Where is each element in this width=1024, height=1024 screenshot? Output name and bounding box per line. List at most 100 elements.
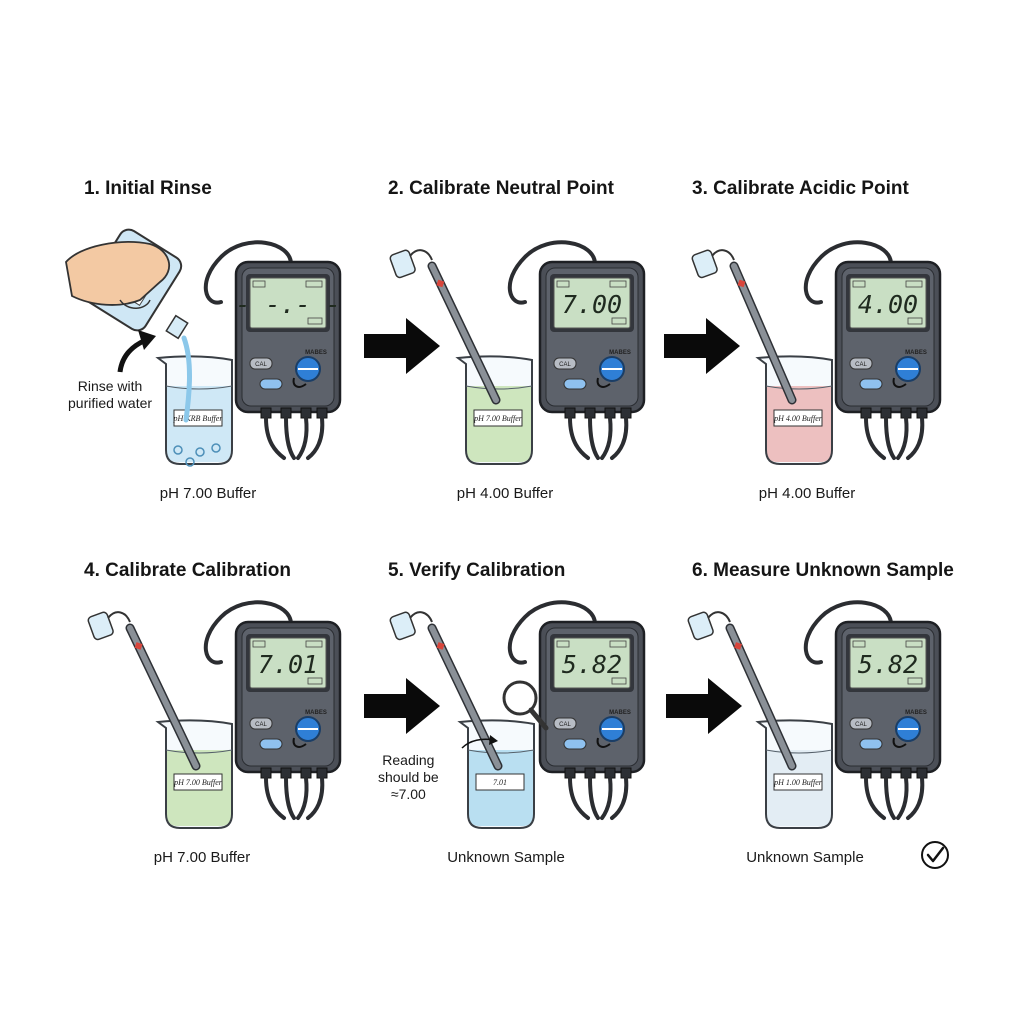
step-6-mode-button bbox=[859, 738, 883, 750]
step-2-electrode bbox=[389, 249, 501, 405]
rinse-bottle-group: Purified H₂O bbox=[65, 228, 221, 467]
step-3-beaker-label: pH 4.00 Buffer bbox=[773, 414, 823, 423]
step-3-model-label: MABES bbox=[905, 350, 927, 356]
magnifier-group bbox=[461, 680, 549, 749]
step-5-caption: Unknown Sample bbox=[447, 849, 565, 866]
step-3-cal-button bbox=[849, 357, 873, 370]
rinse-note-line-2: purified water bbox=[68, 395, 153, 411]
step-2-beaker-label: pH 7.00 Buffer bbox=[473, 414, 523, 423]
step-1-lcd-reading: - -.- - bbox=[235, 290, 340, 319]
rinse-note: Rinse with purified water bbox=[68, 378, 152, 412]
svg-text:CAL: CAL bbox=[559, 722, 571, 728]
step-1-beaker-label: pH KRB Buffer bbox=[173, 414, 224, 423]
magnifier-icon bbox=[502, 680, 538, 716]
bubble bbox=[211, 443, 221, 453]
step-4-lcd bbox=[249, 637, 327, 689]
step-4-lcd-reading: 7.01 bbox=[258, 650, 318, 679]
step-5-beaker-label: 7.01 bbox=[493, 778, 507, 787]
step-2-lcd-reading: 7.00 bbox=[562, 290, 622, 319]
flow-arrow-3 bbox=[364, 678, 440, 734]
step-4-beaker: pH 7.00 Buffer bbox=[155, 719, 233, 829]
step-5-beaker: 7.01 bbox=[457, 719, 535, 829]
step-5-lcd bbox=[553, 637, 631, 689]
step-2-beaker-label-box bbox=[473, 409, 523, 427]
step-3-cable bbox=[803, 240, 893, 305]
step-3-lcd bbox=[849, 277, 927, 329]
step-1-model-label: MABES bbox=[305, 350, 327, 356]
step-1-title: 1. Initial Rinse bbox=[84, 178, 212, 199]
step-4-beaker-label-box bbox=[173, 773, 223, 791]
step-3-beaker: pH 4.00 Buffer bbox=[755, 355, 833, 465]
check-circle-icon bbox=[921, 841, 949, 869]
verify-note-line-3: ≈7.00 bbox=[390, 786, 426, 802]
step-6-cable bbox=[803, 600, 893, 665]
step-2-storage-bottle bbox=[389, 249, 416, 279]
step-3-storage-bottle bbox=[691, 249, 718, 279]
checkmark-icon bbox=[926, 846, 945, 863]
step-3-title: 3. Calibrate Acidic Point bbox=[692, 178, 909, 199]
step-2-title: 2. Calibrate Neutral Point bbox=[388, 178, 614, 199]
step-6-model-label: MABES bbox=[905, 710, 927, 716]
rinse-curved-arrow bbox=[117, 337, 148, 373]
step-4-beaker-label: pH 7.00 Buffer bbox=[173, 778, 223, 787]
step-2-cal-button bbox=[553, 357, 577, 370]
flow-arrow-1 bbox=[364, 318, 440, 374]
step-4-storage-bottle bbox=[87, 611, 114, 641]
step-6-electrode bbox=[687, 611, 797, 771]
verify-note: Reading should be ≈7.00 bbox=[378, 752, 439, 803]
step-4-cable bbox=[203, 600, 293, 665]
step-6-beaker: pH 1.00 Buffer bbox=[755, 719, 833, 829]
bubble bbox=[185, 457, 195, 467]
flow-arrow-2 bbox=[664, 318, 740, 374]
step-5-title: 5. Verify Calibration bbox=[388, 560, 566, 581]
step-6-cal-button bbox=[849, 717, 873, 730]
step-1-cal-button bbox=[249, 357, 273, 370]
step-2-caption: pH 4.00 Buffer bbox=[456, 485, 554, 502]
step-5-storage-bottle bbox=[389, 611, 416, 641]
step-6-beaker-label: pH 1.00 Buffer bbox=[773, 778, 823, 787]
step-4-electrode bbox=[87, 611, 201, 771]
step-6-lcd-reading: 5.82 bbox=[858, 650, 918, 679]
step-3-mode-button bbox=[859, 378, 883, 390]
step-5-cal-button bbox=[553, 717, 577, 730]
svg-text:CAL: CAL bbox=[559, 362, 571, 368]
step-2-cable bbox=[507, 240, 597, 305]
step-6-title: 6. Measure Unknown Sample bbox=[692, 560, 954, 581]
flow-arrow-4 bbox=[666, 678, 742, 734]
step-3-lcd-reading: 4.00 bbox=[858, 290, 918, 319]
step-1-illustration: - -.- - MABES CAL pH KRB Buffer bbox=[155, 240, 342, 465]
hand bbox=[65, 241, 171, 306]
bubble bbox=[195, 447, 205, 457]
step-4-caption: pH 7.00 Buffer bbox=[153, 849, 251, 866]
step-5-mode-button bbox=[563, 738, 587, 750]
step-1-beaker: pH KRB Buffer bbox=[155, 355, 233, 465]
step-1-mode-button bbox=[259, 378, 283, 390]
step-6-lcd bbox=[849, 637, 927, 689]
step-5-beaker-label-box bbox=[475, 773, 525, 791]
svg-text:CAL: CAL bbox=[255, 362, 267, 368]
step-2-beaker: pH 7.00 Buffer bbox=[455, 355, 533, 465]
step-2-mode-button bbox=[563, 378, 587, 390]
svg-text:CAL: CAL bbox=[255, 722, 267, 728]
wash-bottle-nozzle bbox=[165, 314, 189, 340]
step-2-model-label: MABES bbox=[609, 350, 631, 356]
svg-text:CAL: CAL bbox=[855, 362, 867, 368]
svg-text:CAL: CAL bbox=[855, 722, 867, 728]
step-3-beaker-label-box bbox=[773, 409, 823, 427]
step-4-model-label: MABES bbox=[305, 710, 327, 716]
step-6-storage-bottle bbox=[687, 611, 714, 641]
step-6-caption: Unknown Sample bbox=[746, 849, 864, 866]
step-3-electrode bbox=[691, 249, 797, 405]
